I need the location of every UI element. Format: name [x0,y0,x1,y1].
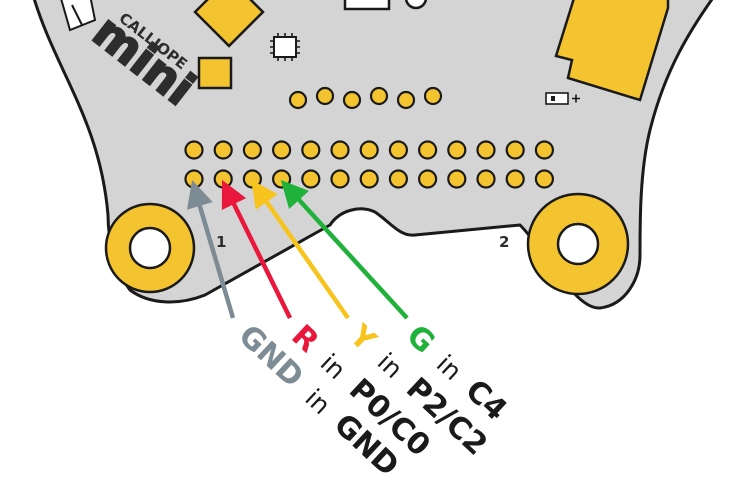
header-pin [418,140,438,160]
header-pin [184,140,204,160]
label-red-in: in [315,348,351,385]
calliope-logo-figure [60,0,97,32]
small-pin [423,86,443,106]
label-yellow-color: Y [342,318,383,360]
header-pin [184,169,204,189]
header-pin [242,140,262,160]
small-pin [369,86,389,106]
small-pin [288,90,308,110]
header-pin [359,169,379,189]
wire-yellow [251,179,350,320]
header-pin [388,169,408,189]
wire-labels: GND in GND R in P0/C0 Y in P2/C2 G in C4 [232,318,514,483]
calliope-board: CALLIOPE mini [33,0,714,310]
battery-icon [545,92,580,105]
display-square [193,0,265,48]
header-pin [330,140,350,160]
label-yellow-in: in [372,347,408,384]
header-pin [534,169,555,189]
wire-red [221,179,293,319]
pad-label-2: 2 [499,233,509,251]
wire-green [280,180,409,320]
header-pin [272,140,292,160]
header-pin [476,140,496,160]
button-pad [197,56,233,90]
header-pin [242,169,262,189]
header-pin [301,169,321,189]
header-pin [534,140,555,160]
wire-lines [186,179,409,320]
header-pin [505,140,525,160]
header-pin [272,169,292,189]
header-pin [330,169,350,189]
battery-connector [554,0,670,102]
chip-icon [270,33,300,61]
small-pin [315,86,335,106]
pad-label-1: 1 [216,233,226,251]
top-led [404,0,428,10]
header-pin [213,140,233,160]
mounting-ring-1 [104,202,196,294]
header-pin [213,169,233,189]
header-pin [447,140,467,160]
header-pin [388,140,408,160]
header-pin [418,169,438,189]
small-pin-row [288,86,443,110]
small-pin [396,90,416,110]
header-pin [505,169,525,189]
small-pin [342,90,362,110]
header-pin [301,140,321,160]
top-component [343,0,391,11]
label-green-color: G [400,318,442,360]
label-gnd-in: in [300,383,336,420]
header-pin [359,140,379,160]
label-green-in: in [431,349,467,386]
header-pin [447,169,467,189]
wire-gnd [186,180,236,319]
header-pin [476,169,496,189]
mounting-ring-2 [526,192,630,296]
